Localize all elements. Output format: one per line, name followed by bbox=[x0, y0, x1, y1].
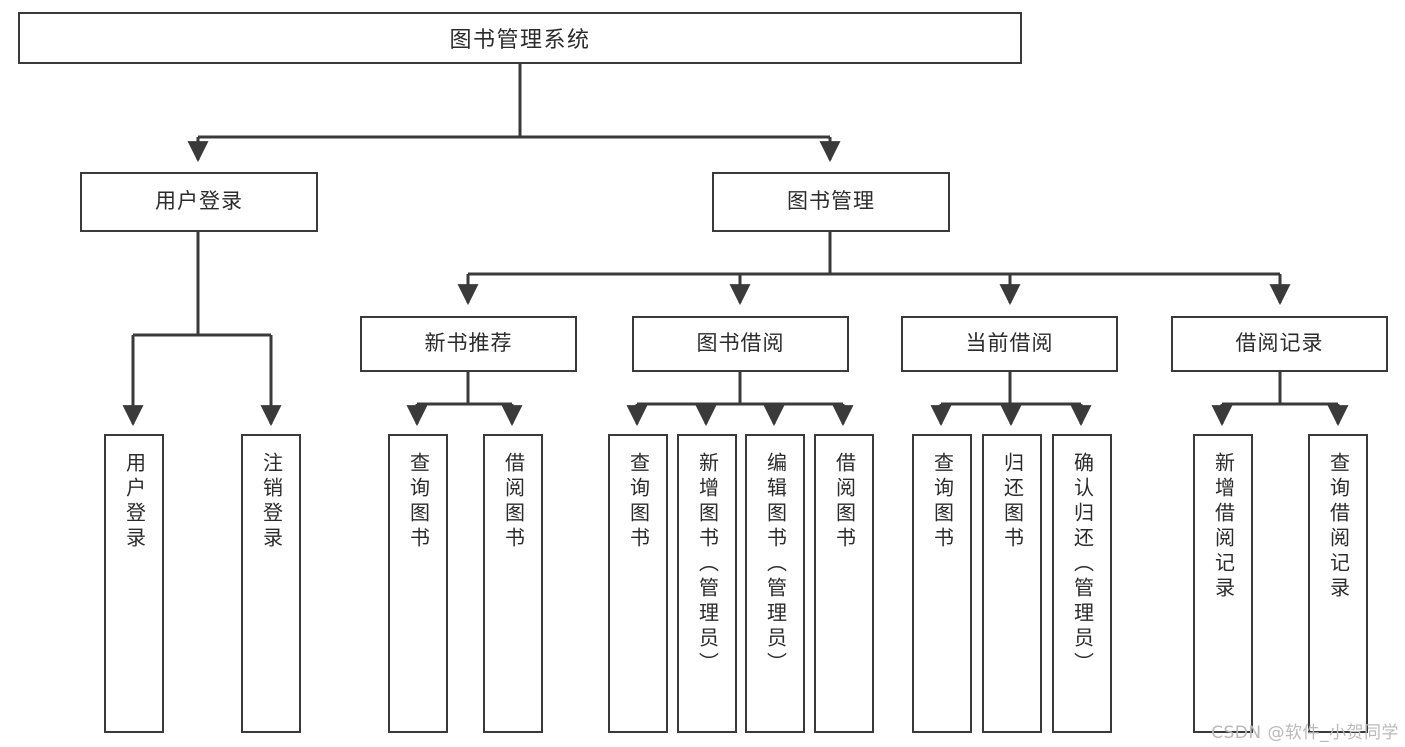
leaf-current-query-book[interactable]: 查询图书 bbox=[912, 434, 972, 733]
leaf-label: 确认归还（管理员） bbox=[1070, 452, 1095, 677]
node-label: 借阅记录 bbox=[1235, 331, 1324, 356]
leaf-label: 用户登录 bbox=[122, 452, 147, 552]
node-borrowing-record[interactable]: 借阅记录 bbox=[1171, 316, 1388, 372]
leaf-current-return-book[interactable]: 归还图书 bbox=[982, 434, 1042, 733]
node-label: 用户登录 bbox=[155, 189, 243, 214]
node-label: 图书管理系统 bbox=[449, 28, 591, 53]
leaf-label: 查询图书 bbox=[626, 452, 651, 552]
leaf-borrow-borrow-book[interactable]: 借阅图书 bbox=[814, 434, 874, 733]
leaf-label: 新增图书（管理员） bbox=[695, 452, 720, 677]
leaf-label: 编辑图书（管理员） bbox=[763, 452, 788, 677]
leaf-label: 注销登录 bbox=[259, 452, 284, 552]
node-label: 当前借阅 bbox=[965, 331, 1054, 356]
node-label: 图书借阅 bbox=[696, 331, 785, 356]
node-root-book-management-system[interactable]: 图书管理系统 bbox=[18, 12, 1022, 64]
leaf-user-login[interactable]: 用户登录 bbox=[104, 434, 164, 733]
leaf-label: 归还图书 bbox=[1000, 452, 1025, 552]
leaf-label: 借阅图书 bbox=[501, 452, 526, 552]
csdn-watermark: CSDN @软件_小贺同学 bbox=[1211, 723, 1399, 743]
leaf-recommend-borrow-book[interactable]: 借阅图书 bbox=[483, 434, 543, 733]
leaf-recommend-query-book[interactable]: 查询图书 bbox=[388, 434, 448, 733]
leaf-label: 查询借阅记录 bbox=[1326, 452, 1351, 602]
node-book-borrowing[interactable]: 图书借阅 bbox=[632, 316, 849, 372]
leaf-label: 新增借阅记录 bbox=[1211, 452, 1236, 602]
node-label: 新书推荐 bbox=[424, 331, 513, 356]
leaf-borrow-query-book[interactable]: 查询图书 bbox=[608, 434, 668, 733]
leaf-current-confirm-return-admin[interactable]: 确认归还（管理员） bbox=[1052, 434, 1112, 733]
node-user-login[interactable]: 用户登录 bbox=[80, 172, 318, 232]
leaf-record-add-borrow-record[interactable]: 新增借阅记录 bbox=[1193, 434, 1253, 733]
node-label: 图书管理 bbox=[787, 189, 875, 214]
node-current-borrowing[interactable]: 当前借阅 bbox=[901, 316, 1118, 372]
leaf-record-query-borrow-record[interactable]: 查询借阅记录 bbox=[1308, 434, 1368, 733]
leaf-borrow-add-book-admin[interactable]: 新增图书（管理员） bbox=[677, 434, 737, 733]
leaf-borrow-edit-book-admin[interactable]: 编辑图书（管理员） bbox=[745, 434, 805, 733]
leaf-label: 借阅图书 bbox=[832, 452, 857, 552]
leaf-label: 查询图书 bbox=[406, 452, 431, 552]
node-new-book-recommendation[interactable]: 新书推荐 bbox=[360, 316, 577, 372]
node-book-management[interactable]: 图书管理 bbox=[712, 172, 950, 232]
leaf-label: 查询图书 bbox=[930, 452, 955, 552]
leaf-user-logout[interactable]: 注销登录 bbox=[241, 434, 301, 733]
